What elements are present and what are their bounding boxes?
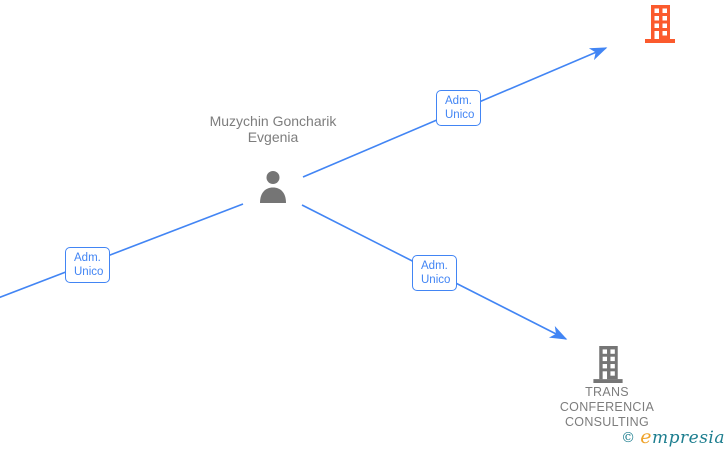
person-node[interactable] [257,170,289,204]
empresia-logo-text: empresia [640,426,725,448]
edge-label-adm-unico-top[interactable]: Adm. Unico [436,90,481,126]
logo-rest: mpresia [652,428,725,448]
empresia-watermark: © empresia [621,426,725,448]
company-node-top-right[interactable] [644,5,676,43]
building-icon [593,346,623,383]
edge-line-adm-unico-left [0,203,244,299]
edge-label-adm-unico-bottom[interactable]: Adm. Unico [412,255,457,291]
person-name-label: Muzychin Goncharik Evgenia [209,113,337,145]
building-icon [645,5,675,43]
company-name-label: TRANS CONFERENCIA CONSULTING [559,385,655,429]
edge-label-adm-unico-left[interactable]: Adm. Unico [65,247,110,283]
company-node-trans-conferencia[interactable] [592,346,624,383]
copyright-symbol: © [621,430,636,446]
person-icon [260,171,286,203]
logo-initial: e [640,426,652,448]
